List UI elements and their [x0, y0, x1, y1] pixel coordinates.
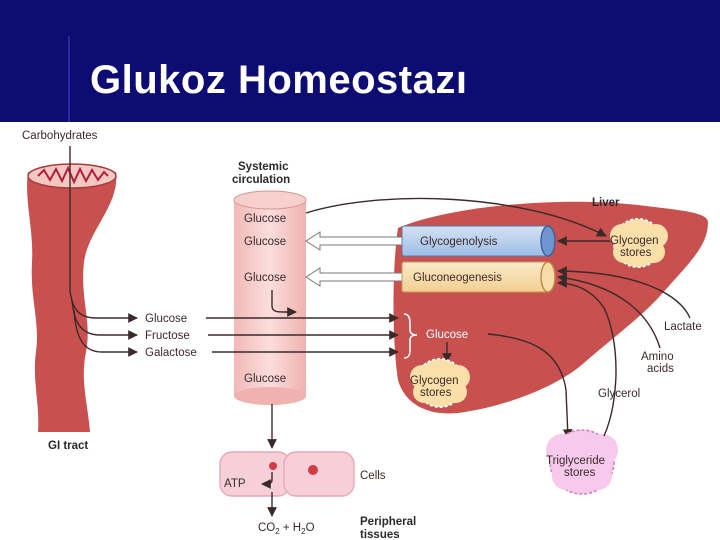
glycogen-stores-top-line1: Glycogen: [610, 235, 659, 247]
absorbed-brace: [403, 313, 418, 359]
glycerol-label: Glycerol: [598, 388, 640, 400]
glucose-to-atp-arrow: [261, 472, 273, 489]
glucose-absorption-arrow: [69, 289, 138, 323]
glucose-homeostasis-diagram: Liver Carbohydrates GI tract Systemic ci…: [22, 130, 708, 540]
galactose-absorption-arrow: [73, 309, 138, 357]
header-accent-line: [68, 36, 70, 122]
absorbed-glucose-label: Glucose: [145, 313, 187, 325]
liver-label: Liver: [592, 197, 620, 209]
glycogen-stores-bottom: [410, 358, 470, 408]
triglyceride-stores-line2: stores: [564, 467, 596, 479]
slide-title: Glukoz Homeostazı: [90, 58, 468, 102]
circulation-glucose-2: Glucose: [244, 236, 286, 248]
amino-acids-line2: acids: [647, 363, 674, 375]
gi-villi: [37, 165, 109, 185]
liver-glucose-label: Glucose: [426, 329, 468, 341]
gi-tract-label: GI tract: [48, 440, 88, 452]
glucose-to-glycogen-arrow: [305, 197, 607, 237]
lactate-label: Lactate: [664, 321, 702, 333]
glycogen-stores-bottom-line2: stores: [420, 387, 452, 399]
atp-label: ATP: [224, 478, 246, 490]
systemic-label-line1: Systemic: [238, 161, 289, 173]
systemic-circulation-vessel: [233, 190, 307, 405]
triglyceride-stores-line1: Triglyceride: [546, 455, 605, 467]
glycogenolysis-label: Glycogenolysis: [420, 236, 498, 248]
circulation-to-liver-arrow: [271, 290, 297, 317]
absorbed-fructose-label: Fructose: [145, 330, 190, 342]
glycogen-stores-top-line2: stores: [620, 247, 652, 259]
lactate-arrow: [557, 266, 691, 319]
glycogenolysis-cylinder: [401, 225, 556, 257]
peripheral-tissues-line2: tissues: [360, 529, 400, 540]
glycogen-stores-bottom-line1: Glycogen: [410, 375, 459, 387]
co2-h2o-label: CO2 + H2O: [258, 522, 315, 536]
fructose-absorption-arrow: [71, 299, 138, 340]
slide-header: Glukoz Homeostazı: [0, 0, 720, 122]
peripheral-cells: [219, 451, 355, 497]
amino-acids-arrow: [557, 273, 661, 349]
circulation-glucose-3: Glucose: [244, 272, 286, 284]
gluconeogenesis-cylinder: [401, 261, 556, 293]
amino-acids-line1: Amino: [641, 351, 674, 363]
glycogenolysis-output-arrow: [305, 231, 403, 251]
gluconeogenesis-output-arrow: [305, 267, 403, 287]
circulation-glucose-1: Glucose: [244, 213, 286, 225]
absorbed-galactose-label: Galactose: [145, 347, 197, 359]
cells-label: Cells: [360, 470, 386, 482]
carbohydrates-label: Carbohydrates: [22, 130, 98, 142]
circulation-glucose-bottom: Glucose: [244, 373, 286, 385]
peripheral-tissues-line1: Peripheral: [360, 516, 416, 528]
glucose-to-triglyceride-arrow: [487, 333, 573, 439]
systemic-label-line2: circulation: [232, 174, 290, 186]
glycogen-stores-top: [610, 218, 668, 268]
gluconeogenesis-label: Gluconeogenesis: [413, 272, 502, 284]
triglyceride-stores: [546, 429, 618, 495]
glycerol-arrow: [557, 278, 617, 437]
